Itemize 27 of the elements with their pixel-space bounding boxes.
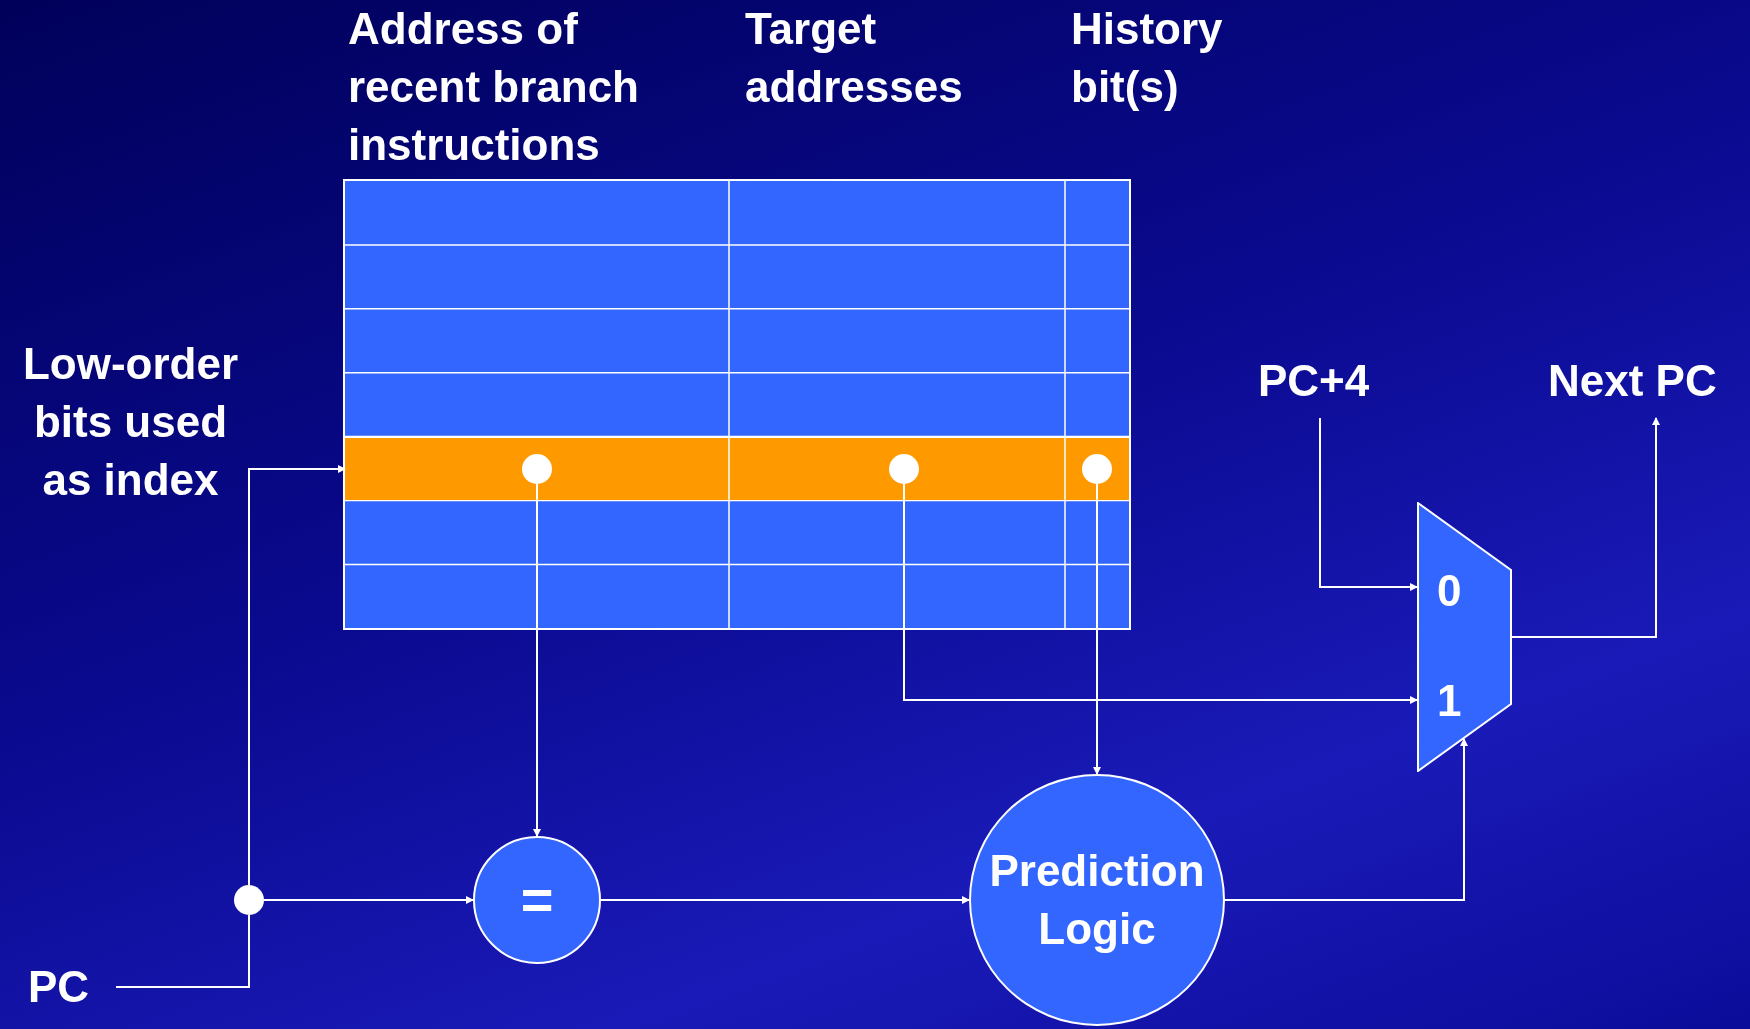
- arrow: [248, 465, 346, 886]
- tap-dot: [889, 454, 919, 484]
- column-header: Address of recent branch instructions: [348, 3, 640, 171]
- arrow: [903, 483, 1418, 704]
- arrow: [1093, 483, 1101, 775]
- signal-label: PC: [28, 962, 90, 1011]
- arrow: [1319, 417, 1418, 591]
- signal-label: Next PC: [1548, 356, 1717, 405]
- arrow: [263, 896, 474, 904]
- junction-dot: [234, 885, 264, 915]
- branch-target-table: [345, 181, 1129, 628]
- column-header: History bit(s): [1071, 3, 1224, 113]
- highlighted-row: [345, 437, 1129, 501]
- arrow: [600, 896, 970, 904]
- arrow: [1511, 417, 1660, 638]
- arrow: [533, 483, 541, 837]
- column-header: Target addresses: [745, 3, 964, 113]
- arrow: [1224, 738, 1468, 901]
- input-label: 1: [1437, 675, 1462, 727]
- tap-dot: [1082, 454, 1112, 484]
- index-note: Low-order bits used as index: [21, 338, 240, 506]
- connector-line: [115, 914, 250, 988]
- node-label: Prediction Logic: [988, 845, 1206, 955]
- equals-sign: =: [520, 871, 554, 929]
- signal-label: PC+4: [1258, 356, 1370, 405]
- input-label: 0: [1437, 565, 1462, 617]
- tap-dot: [522, 454, 552, 484]
